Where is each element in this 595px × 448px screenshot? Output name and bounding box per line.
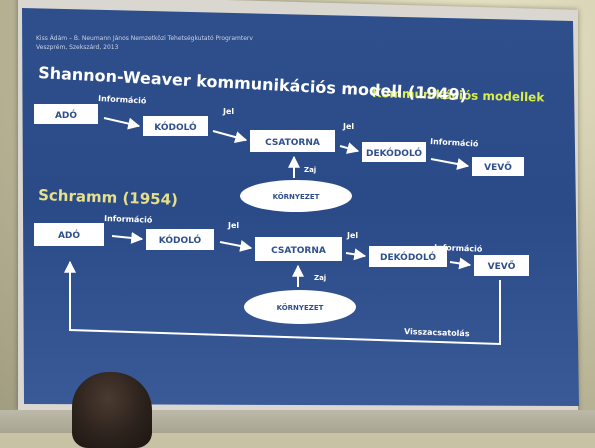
model2-box-dekodolo-label: DEKÓDOLÓ	[380, 251, 436, 263]
model1-label-info-1: Információ	[98, 93, 147, 106]
model2-feedback-label: Visszacsatolás	[404, 327, 470, 338]
model2-box-ado: ADÓ	[34, 223, 104, 246]
model1-label-jel-2: Jel	[342, 122, 354, 131]
model2-box-kodolo-label: KÓDOLÓ	[159, 234, 202, 246]
model1-box-dekodolo: DEKÓDOLÓ	[362, 142, 426, 162]
model2-label-jel-2: Jel	[346, 231, 358, 240]
model1-box-kodolo-label: KÓDOLÓ	[154, 121, 197, 133]
model1-box-vevo: VEVŐ	[472, 157, 524, 176]
model1-label-zaj: Zaj	[304, 166, 316, 174]
model2-label-info-1: Információ	[104, 213, 153, 225]
model2-box-dekodolo: DEKÓDOLÓ	[369, 246, 447, 267]
model2-label-zaj: Zaj	[314, 274, 326, 282]
model1-label-jel-1: Jel	[222, 107, 234, 116]
model2-environment-label: KÖRNYEZET	[277, 303, 324, 312]
model1-label-info-2: Információ	[430, 136, 479, 149]
model2-box-csatorna-label: CSATORNA	[271, 246, 326, 256]
model1-box-vevo-label: VEVŐ	[484, 162, 512, 173]
projected-slide: Kiss Ádám – B. Neumann János Nemzetközi …	[22, 8, 579, 406]
model2-arrow-4	[449, 257, 472, 270]
model2-box-ado-label: ADÓ	[58, 229, 80, 241]
model2-box-vevo-label: VEVŐ	[488, 261, 516, 272]
model2-arrow-1	[111, 231, 144, 244]
model1-environment-ellipse	[240, 180, 352, 212]
model2-arrow-2	[219, 240, 253, 252]
model1-box-dekodolo-label: DEKÓDOLÓ	[366, 147, 422, 159]
slide-right-title: Kommunikációs modellek	[372, 86, 546, 105]
model1-arrow-2	[212, 130, 248, 143]
model2-box-kodolo: KÓDOLÓ	[146, 229, 214, 250]
model2-arrow-3	[345, 248, 367, 261]
model1-arrow-3	[339, 142, 360, 154]
model2-box-csatorna: CSATORNA	[255, 237, 342, 261]
model2-label-info-2: Információ	[434, 242, 483, 254]
credit-line-1: Kiss Ádám – B. Neumann János Nemzetközi …	[36, 35, 253, 42]
model2-label-jel-1: Jel	[227, 221, 239, 230]
model1-arrow-4	[430, 158, 470, 170]
model2-title: Schramm (1954)	[38, 186, 178, 209]
credit-line-2: Veszprém, Szekszárd, 2013	[36, 44, 119, 51]
model1-box-ado-label: ADÓ	[55, 109, 77, 121]
model1-environment-label: KÖRNYEZET	[273, 192, 320, 201]
audience-head	[72, 372, 152, 448]
model1-arrow-1	[103, 117, 141, 130]
model1-box-csatorna: CSATORNA	[250, 130, 335, 152]
model1-box-kodolo: KÓDOLÓ	[143, 116, 208, 136]
model1-box-csatorna-label: CSATORNA	[265, 138, 320, 148]
model1-box-ado: ADÓ	[34, 104, 98, 124]
model2-box-vevo: VEVŐ	[474, 255, 529, 276]
model2-feedback-loop	[64, 260, 501, 346]
model2-environment-ellipse	[244, 290, 356, 324]
